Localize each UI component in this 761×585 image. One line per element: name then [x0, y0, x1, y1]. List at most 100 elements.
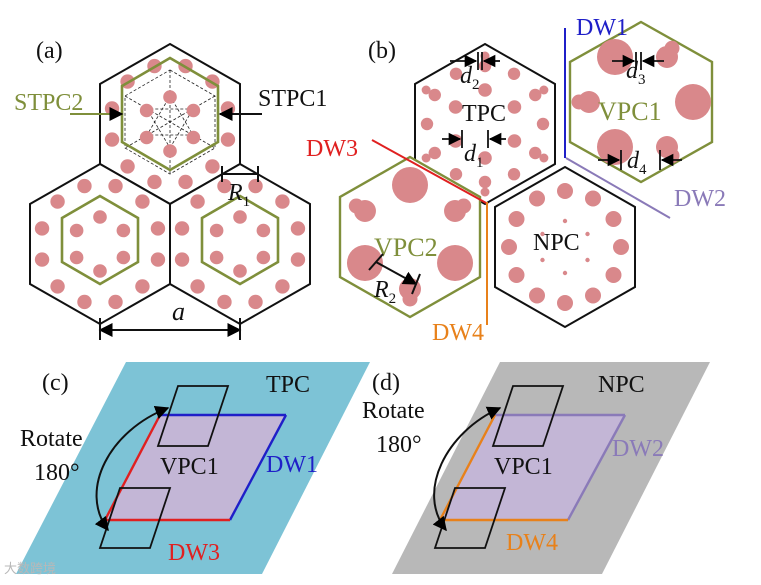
d3-marker [612, 52, 664, 70]
air-hole [34, 252, 50, 267]
air-hole [585, 231, 590, 237]
panel-a: (a) STPC2 STPC1 R1 a [14, 38, 327, 340]
dw2-label: DW2 [674, 186, 726, 212]
air-hole [116, 250, 131, 265]
air-hole [348, 198, 364, 214]
air-hole [392, 167, 428, 203]
stpc-hex-right [200, 194, 280, 286]
air-hole [120, 159, 135, 174]
air-hole [675, 84, 711, 120]
air-hole [456, 260, 472, 276]
air-hole [69, 250, 84, 265]
d3-label: d3 [626, 58, 646, 88]
air-hole [135, 279, 150, 294]
air-hole [275, 194, 290, 209]
air-hole [507, 100, 522, 114]
dw1-label-c: DW1 [266, 452, 318, 478]
air-hole [605, 211, 622, 227]
air-hole [116, 223, 131, 238]
hex-npc [494, 165, 636, 329]
air-hole [449, 168, 463, 181]
air-hole [163, 144, 177, 158]
air-hole [529, 88, 542, 102]
stpc1-label: STPC1 [258, 86, 327, 112]
air-hole [695, 94, 711, 110]
dw3-line [371, 139, 489, 205]
air-hole [428, 88, 441, 102]
air-hole [108, 178, 123, 194]
d1-label: d1 [464, 141, 484, 171]
d2-label: d2 [460, 63, 480, 93]
tpc-label: TPC [462, 101, 506, 127]
air-hole [540, 257, 545, 263]
air-hole [585, 287, 601, 304]
air-hole [529, 146, 542, 160]
air-hole [139, 103, 154, 118]
air-hole [290, 252, 306, 267]
panel-b: (b) DW1 DW2 DW3 DW4 TPC VPC1 VPC2 NPC d2… [306, 15, 726, 346]
air-hole [507, 134, 522, 148]
air-hole [613, 239, 629, 255]
air-hole [163, 90, 177, 104]
air-hole [536, 117, 550, 131]
vpc2-label: VPC2 [374, 233, 438, 262]
air-hole [585, 257, 590, 263]
air-hole [150, 221, 166, 236]
vpc1-label-d: VPC1 [494, 454, 553, 480]
air-hole [501, 239, 517, 255]
vpc1-label: VPC1 [598, 97, 662, 126]
air-hole [174, 221, 190, 236]
air-hole [256, 250, 271, 265]
air-hole [664, 40, 680, 56]
r2-label: R2 [373, 277, 396, 307]
dw4-label-d: DW4 [506, 530, 558, 556]
air-hole [178, 174, 193, 190]
tpc-label-c: TPC [266, 372, 310, 398]
air-hole [428, 146, 441, 160]
panel-c: (c) TPC Rotate 180° VPC1 DW1 DW3 [16, 362, 370, 574]
panel-c-tag: (c) [42, 370, 69, 396]
air-hole [539, 85, 549, 95]
dw4-label: DW4 [432, 320, 484, 346]
air-hole [449, 67, 463, 80]
air-hole [571, 94, 587, 110]
air-hole [421, 153, 431, 163]
air-hole [135, 194, 150, 209]
vpc1-label-c: VPC1 [160, 454, 219, 480]
air-hole [402, 167, 418, 183]
air-hole [605, 267, 622, 283]
air-hole [150, 252, 166, 267]
air-hole [529, 190, 545, 207]
air-hole [478, 83, 492, 97]
air-hole [209, 250, 224, 265]
air-hole [77, 294, 92, 310]
d2-marker [450, 52, 500, 70]
air-hole [562, 270, 568, 276]
air-hole [190, 279, 205, 294]
air-hole [50, 194, 65, 209]
air-hole [585, 190, 601, 207]
rotate-arrow-d [432, 406, 502, 532]
a-label: a [172, 297, 185, 326]
angle-label-d: 180° [376, 432, 422, 458]
air-hole [209, 223, 224, 238]
panel-b-tag: (b) [368, 38, 396, 64]
air-hole [93, 210, 107, 224]
air-hole [205, 159, 220, 174]
air-hole [420, 117, 434, 131]
dw3-label: DW3 [306, 136, 358, 162]
stpc-hex-top [120, 56, 220, 172]
air-hole [104, 132, 120, 147]
air-hole [448, 134, 463, 148]
stpc2-label: STPC2 [14, 90, 83, 116]
air-hole [248, 178, 263, 194]
dw1-label: DW1 [576, 15, 628, 41]
air-hole [508, 211, 525, 227]
panel-a-tag: (a) [36, 38, 63, 64]
air-hole [147, 174, 162, 190]
air-hole [186, 103, 201, 118]
air-hole [348, 260, 364, 276]
air-hole [421, 85, 431, 95]
air-hole [602, 148, 618, 164]
air-hole [256, 223, 271, 238]
